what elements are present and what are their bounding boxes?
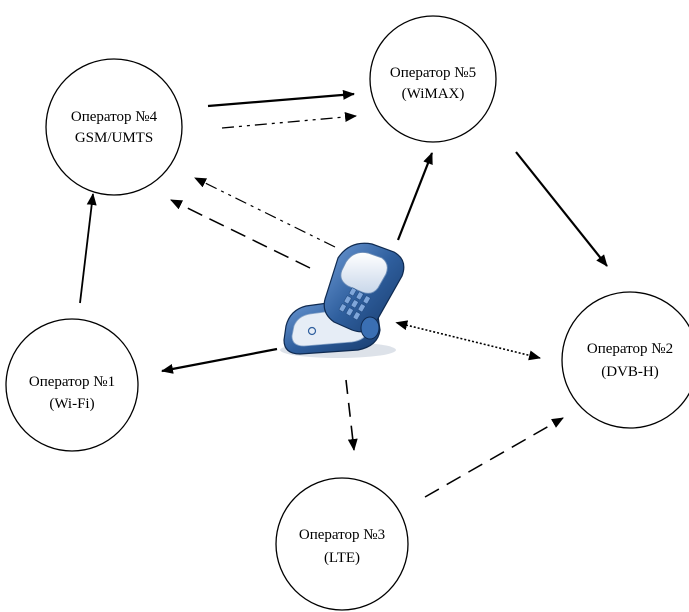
edge-op1-to-op4	[79, 193, 97, 304]
edge-phone-to-op4-dashdot	[194, 177, 336, 248]
node-operator-1-tech: (Wi-Fi)	[49, 396, 94, 412]
mobile-phone-icon	[280, 242, 405, 358]
node-operator-1: Оператор №1 (Wi-Fi)	[5, 318, 139, 452]
node-operator-5-title: Оператор №5	[390, 65, 476, 81]
phone-keypad	[338, 287, 371, 321]
node-operator-3: Оператор №3 (LTE)	[275, 477, 409, 611]
node-operator-4-title: Оператор №4	[71, 109, 158, 125]
edge-phone-to-op4-dashed	[170, 199, 311, 269]
node-operator-5-circle	[369, 15, 497, 143]
edge-phone-to-op5	[396, 152, 434, 241]
node-operator-3-circle	[275, 477, 409, 611]
node-operator-1-circle	[5, 318, 139, 452]
edge-op3-to-op2	[424, 417, 564, 498]
node-operator-2-title: Оператор №2	[587, 341, 673, 357]
node-operator-2-circle	[561, 291, 689, 429]
edge-phone-op2-bidirectional	[395, 320, 541, 361]
node-operator-1-title: Оператор №1	[29, 374, 115, 390]
node-operator-4-circle	[45, 58, 183, 196]
node-operator-2-tech: (DVB-H)	[601, 364, 659, 380]
edge-op5-to-op2	[515, 151, 608, 267]
node-operator-5: Оператор №5 (WiMAX)	[369, 15, 497, 143]
node-operator-3-title: Оператор №3	[299, 527, 385, 543]
node-operator-2: Оператор №2 (DVB-H)	[561, 291, 689, 429]
phone-hinge	[360, 316, 380, 340]
node-operator-3-tech: (LTE)	[324, 550, 360, 566]
edge-op4-to-op5-dashdot	[221, 112, 357, 129]
phone-button	[307, 326, 317, 336]
node-operator-4: Оператор №4 GSM/UMTS	[45, 58, 183, 196]
edge-phone-to-op1	[161, 347, 278, 374]
phone-screen	[340, 251, 388, 294]
edge-op4-to-op5-solid	[207, 89, 355, 108]
node-operator-5-tech: (WiMAX)	[402, 86, 465, 102]
node-operator-4-tech: GSM/UMTS	[75, 130, 153, 146]
edge-phone-to-op3	[345, 379, 358, 451]
